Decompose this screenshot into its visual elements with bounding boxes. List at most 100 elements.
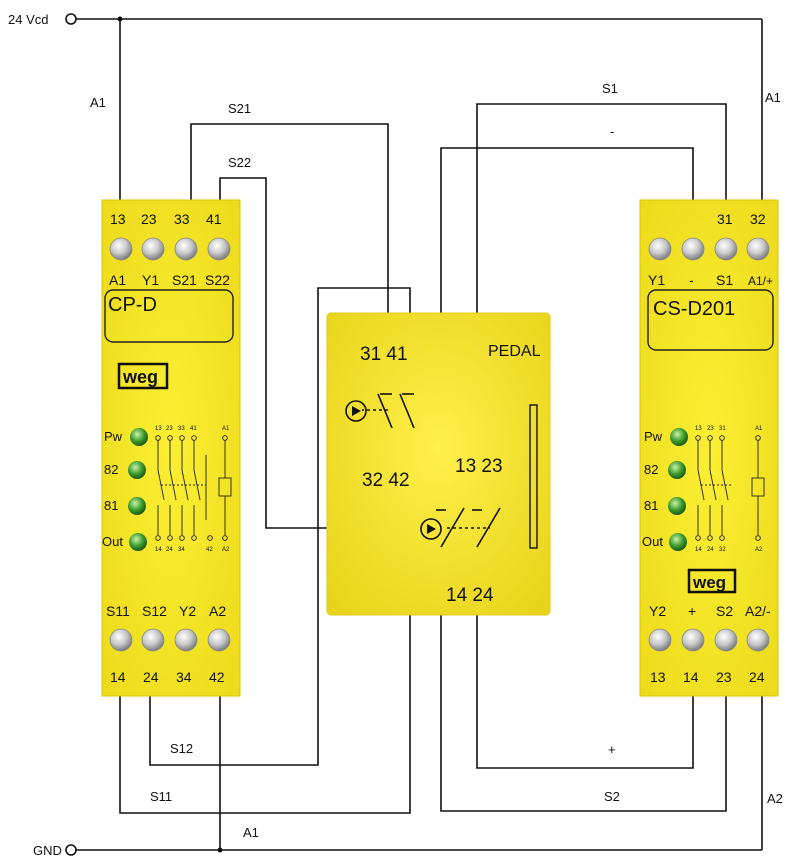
led-indicator xyxy=(669,533,687,551)
cpd-logo-text: weg xyxy=(122,367,158,387)
cpd-top-terminal: A1 xyxy=(109,272,126,288)
csd-contact-schematic: 13 23 31 A1 14 24 32 A2 xyxy=(695,426,765,553)
wires xyxy=(75,16,763,853)
rail-gnd-label: GND xyxy=(33,843,62,858)
csd-top-terminal: S1 xyxy=(716,272,733,288)
cpd-top-number: 41 xyxy=(206,211,222,227)
csd-top-screws xyxy=(648,237,770,261)
screw-terminal xyxy=(714,628,738,652)
wire-s21 xyxy=(190,123,389,392)
wire-s2 xyxy=(440,547,727,812)
csd-led-label: 81 xyxy=(644,498,658,513)
csd-bottom-terminal: Y2 xyxy=(649,603,666,619)
cpd-contact-label: 24 xyxy=(166,547,173,553)
cpd-top-number: 13 xyxy=(110,211,126,227)
screw-terminal xyxy=(746,628,770,652)
csd-contact-label: 23 xyxy=(707,426,714,432)
cpd-contact-label: 42 xyxy=(206,547,213,553)
cpd-top-terminal: S22 xyxy=(205,272,230,288)
csd-top-terminal: - xyxy=(689,272,694,288)
pedal-no-bottom-label: 14 24 xyxy=(446,585,494,606)
cpd-bottom-terminal: Y2 xyxy=(179,603,196,619)
csd-module: 31 32 Y1 - S1 A1/+ CS-D201 Pw 82 81 Out … xyxy=(639,199,779,697)
cpd-top-terminal: S21 xyxy=(172,272,197,288)
cpd-contact-label: 23 xyxy=(166,426,173,432)
weg-logo-icon: weg xyxy=(687,568,737,594)
cpd-led-label: 82 xyxy=(104,462,118,477)
csd-top-terminal: A1/+ xyxy=(748,274,773,288)
csd-leds: Pw 82 81 Out xyxy=(642,428,688,551)
csd-model-box xyxy=(647,289,774,351)
cpd-model-label: CP-D xyxy=(108,294,157,316)
cpd-top-number: 23 xyxy=(141,211,157,227)
cpd-contact-label: A1 xyxy=(222,426,230,432)
cpd-led-label: 81 xyxy=(104,498,118,513)
wire-label-s1: S1 xyxy=(602,81,618,96)
pedal-nc-bottom-label: 32 42 xyxy=(362,470,410,491)
csd-led-label: 82 xyxy=(644,462,658,477)
cpd-led-label: Pw xyxy=(104,429,123,444)
screw-terminal xyxy=(714,237,738,261)
led-indicator xyxy=(130,428,148,446)
weg-logo-icon: weg xyxy=(117,362,169,390)
cpd-top-terminal: Y1 xyxy=(142,272,159,288)
csd-contact-label: 31 xyxy=(719,426,726,432)
pedal-module: PEDAL 31 41 32 42 13 23 14 24 xyxy=(326,312,551,616)
csd-top-terminal: Y1 xyxy=(648,272,665,288)
cpd-bottom-terminal: A2 xyxy=(209,603,226,619)
cpd-bottom-number: 24 xyxy=(143,669,159,685)
screw-terminal xyxy=(648,237,672,261)
csd-led-label: Pw xyxy=(644,429,663,444)
csd-bottom-number: 13 xyxy=(650,669,666,685)
cpd-contact-schematic: 13 23 33 41 A1 14 24 34 42 A2 xyxy=(155,426,232,553)
csd-bottom-number: 14 xyxy=(683,669,699,685)
cpd-body xyxy=(101,199,241,697)
wire-s12 xyxy=(149,287,411,766)
cpd-top-screws xyxy=(109,237,231,261)
screw-terminal xyxy=(141,628,165,652)
wire-label-s2: S2 xyxy=(604,789,620,804)
screw-terminal xyxy=(681,237,705,261)
cpd-contact-label: 33 xyxy=(178,426,185,432)
wire-label-s12: S12 xyxy=(170,741,193,756)
actuator-arrow-icon xyxy=(352,406,361,416)
cpd-contact-label: 13 xyxy=(155,426,162,432)
screw-terminal xyxy=(207,628,231,652)
csd-top-number: 31 xyxy=(717,211,733,227)
cpd-top-number: 33 xyxy=(174,211,190,227)
csd-model-label: CS-D201 xyxy=(653,298,735,320)
csd-contact-label: A2 xyxy=(755,547,763,553)
pedal-title: PEDAL xyxy=(488,343,541,360)
screw-terminal xyxy=(681,628,705,652)
wire-label-right-a1: A1 xyxy=(765,90,781,105)
led-indicator xyxy=(128,461,146,479)
csd-led-label: Out xyxy=(642,534,663,549)
wire-s1 xyxy=(476,103,727,510)
cpd-bottom-terminal: S12 xyxy=(142,603,167,619)
screw-terminal xyxy=(648,628,672,652)
wire-label-s11: S11 xyxy=(150,789,172,804)
csd-bottom-terminal: A2/- xyxy=(745,603,771,619)
pedal-no-top-label: 13 23 xyxy=(455,456,503,477)
cpd-bottom-terminal: S11 xyxy=(106,603,130,619)
csd-top-number: 32 xyxy=(750,211,766,227)
screw-terminal xyxy=(174,628,198,652)
csd-bottom-screws xyxy=(648,628,770,652)
csd-contact-label: 32 xyxy=(719,547,726,553)
cpd-bottom-number: 42 xyxy=(209,669,225,685)
pedal-nc-contacts xyxy=(362,393,415,429)
wire-label-plus: + xyxy=(608,742,616,757)
csd-body xyxy=(639,199,779,697)
cpd-leds: Pw 82 81 Out xyxy=(102,428,148,551)
wire-label-s22: S22 xyxy=(228,155,251,170)
wire-label-a2: A2 xyxy=(767,791,783,806)
cpd-module: 13 23 33 41 A1 Y1 S21 S22 CP-D weg Pw 82 xyxy=(101,199,241,697)
led-indicator xyxy=(128,497,146,515)
screw-terminal xyxy=(746,237,770,261)
pedal-nc-top-label: 31 41 xyxy=(360,344,408,365)
cpd-contact-label: 14 xyxy=(155,547,162,553)
led-indicator xyxy=(670,428,688,446)
cpd-led-label: Out xyxy=(102,534,123,549)
actuator-arrow-icon xyxy=(420,518,442,540)
